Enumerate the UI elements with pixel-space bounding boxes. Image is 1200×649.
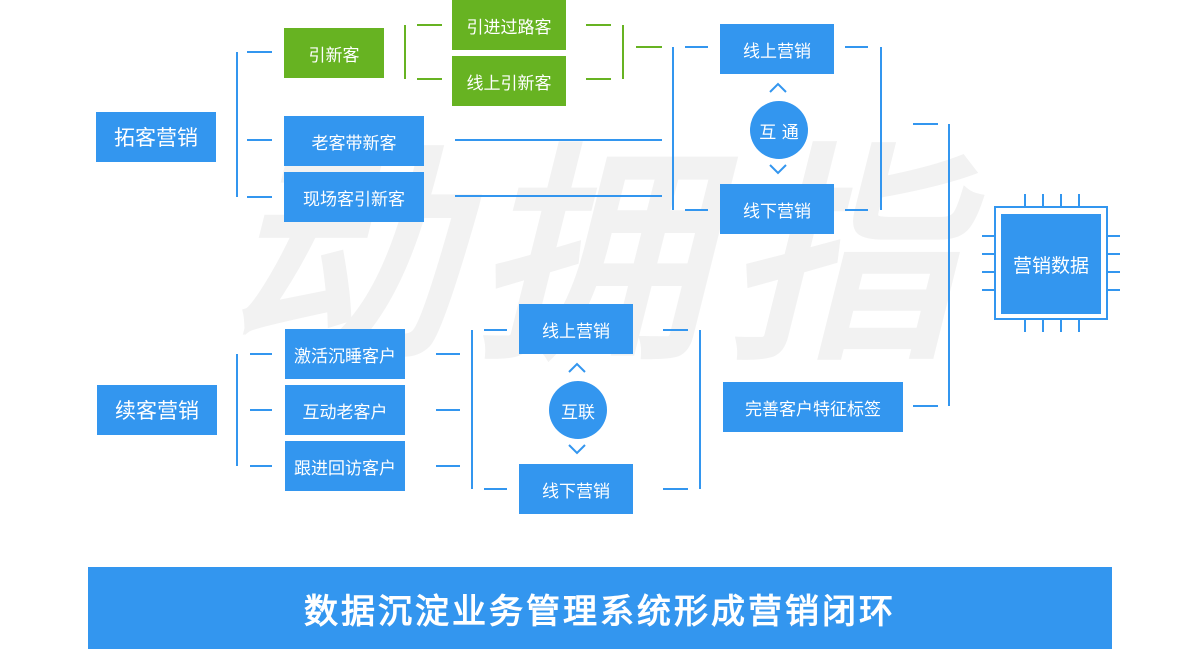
offline-marketing-node-bottom: 线下营销 bbox=[519, 464, 633, 514]
chevron-down-icon bbox=[769, 164, 787, 175]
marketing-data-label: 营销数据 bbox=[1001, 214, 1101, 314]
link-circle: 互联 bbox=[549, 381, 607, 439]
referral-node: 老客带新客 bbox=[284, 116, 424, 166]
onsite-referral-node: 现场客引新客 bbox=[284, 172, 424, 222]
chevron-up-icon bbox=[769, 82, 787, 93]
offline-marketing-node-top: 线下营销 bbox=[720, 184, 834, 234]
chevron-up-icon bbox=[568, 362, 586, 373]
online-marketing-node-bottom: 线上营销 bbox=[519, 304, 633, 354]
online-new-customer-node: 线上引新客 bbox=[452, 56, 566, 106]
online-marketing-node-top: 线上营销 bbox=[720, 24, 834, 74]
interact-old-node: 互动老客户 bbox=[285, 385, 405, 435]
follow-up-node: 跟进回访客户 bbox=[285, 441, 405, 491]
passers-by-node: 引进过路客 bbox=[452, 0, 566, 50]
customer-tags-node: 完善客户特征标签 bbox=[723, 382, 903, 432]
activate-dormant-node: 激活沉睡客户 bbox=[285, 329, 405, 379]
retention-marketing-node: 续客营销 bbox=[97, 385, 217, 435]
acquisition-marketing-node: 拓客营销 bbox=[96, 112, 216, 162]
footer-banner: 数据沉淀业务管理系统形成营销闭环 bbox=[88, 567, 1112, 649]
chevron-down-icon bbox=[568, 444, 586, 455]
new-customer-node: 引新客 bbox=[284, 28, 384, 78]
interconnect-circle: 互 通 bbox=[750, 101, 808, 159]
